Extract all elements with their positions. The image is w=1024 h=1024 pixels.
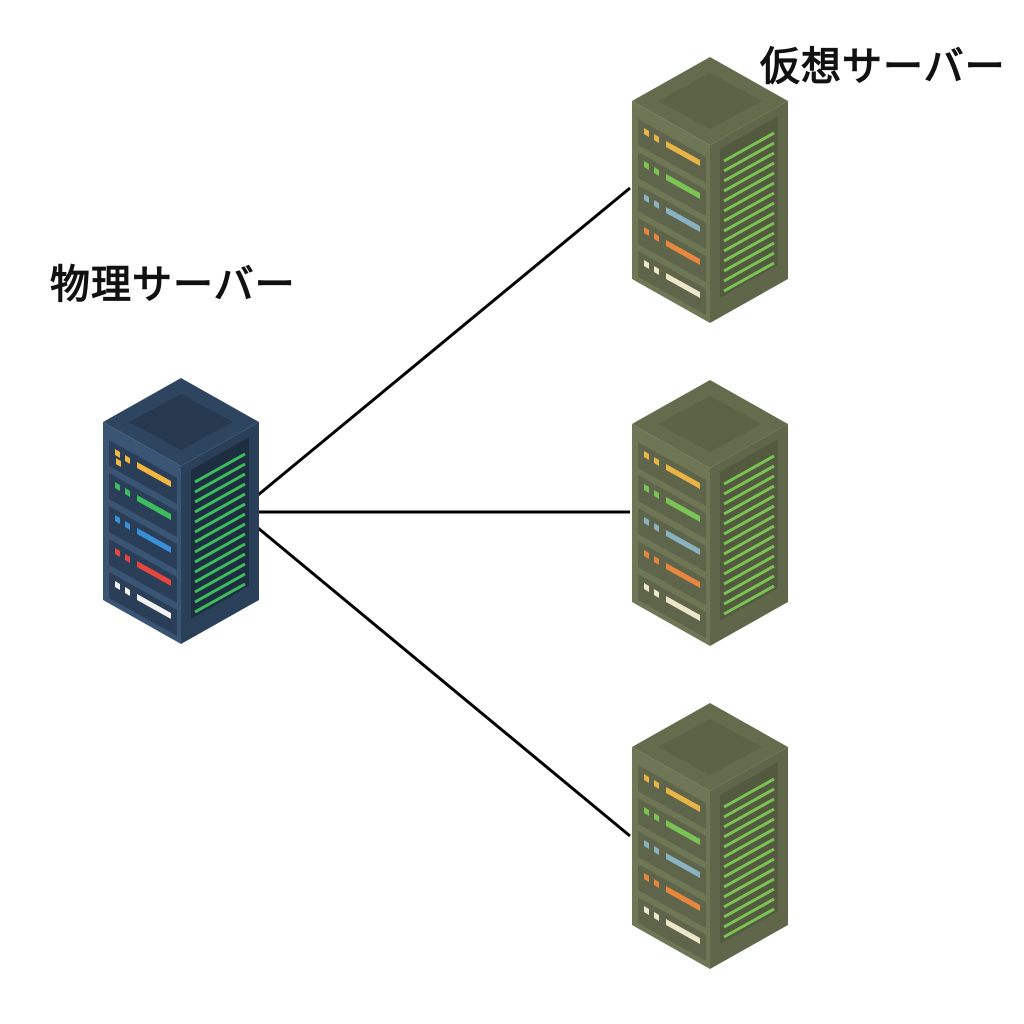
- virtual-server-3-icon: [632, 703, 788, 969]
- connection-line-virtual-3: [257, 526, 631, 838]
- connection-line-virtual-1: [257, 186, 631, 497]
- physical-server-icon: [103, 378, 259, 644]
- physical-server-label: 物理サーバー: [50, 262, 296, 308]
- virtual-server-1-icon: [632, 57, 788, 323]
- virtual-server-2-icon: [632, 380, 788, 646]
- virtual-servers-label: 仮想サーバー: [760, 44, 1006, 90]
